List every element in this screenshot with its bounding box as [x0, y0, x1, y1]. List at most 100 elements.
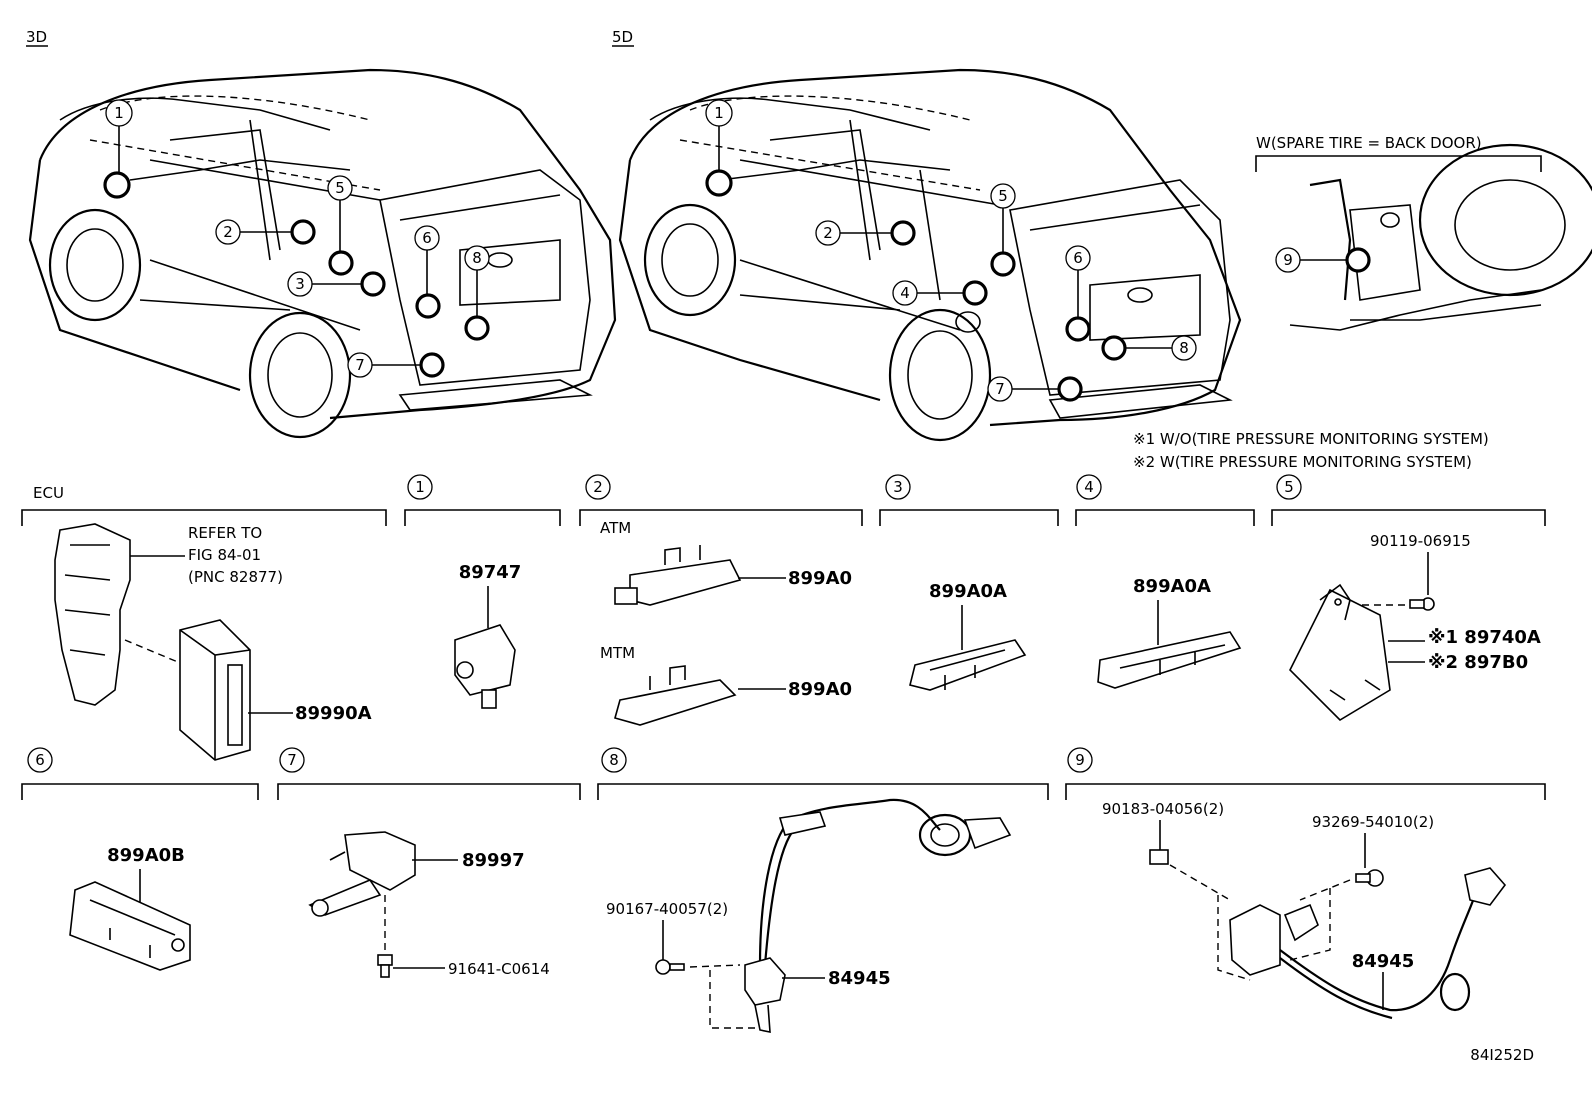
- svg-text:6: 6: [1073, 249, 1083, 267]
- clip-90167-drawing: [655, 959, 685, 975]
- svg-text:2: 2: [823, 224, 833, 242]
- callout-3d-3: 3: [287, 271, 313, 297]
- section-ecu: ECU REFER TO FIG 84-01 (PNC 82877) 89990…: [21, 484, 387, 761]
- note-2: ※2 W(TIRE PRESSURE MONITORING SYSTEM): [1133, 453, 1472, 471]
- ecu-module-drawing: [179, 619, 251, 761]
- harness-84945-9-drawing: [1229, 867, 1507, 1020]
- ecu-bracket-drawing: [54, 523, 131, 706]
- section-ecu-title: ECU: [33, 484, 64, 502]
- callout-5d-6: 6: [1065, 245, 1091, 271]
- section-7-callout: [279, 747, 305, 773]
- location-marker-3: [360, 271, 386, 297]
- location-marker-1: [705, 169, 733, 197]
- note-1: ※1 W/O(TIRE PRESSURE MONITORING SYSTEM): [1133, 430, 1489, 448]
- ecu-refer-line1: REFER TO: [188, 524, 262, 542]
- svg-text:5: 5: [998, 187, 1008, 205]
- ecu-refer-line3: (PNC 82877): [188, 568, 283, 586]
- antenna-899a0b-drawing: [69, 881, 191, 971]
- callout-3d-8: 8: [464, 245, 490, 271]
- location-marker-5: [990, 251, 1016, 277]
- svg-text:7: 7: [287, 751, 297, 769]
- module-89740a-drawing: [1289, 583, 1391, 722]
- section-3: 3 899A0A: [879, 474, 1059, 691]
- callout-5d-5: 5: [990, 183, 1016, 209]
- ecu-part-number: 89990A: [295, 703, 372, 724]
- section-3-part: 899A0A: [929, 581, 1007, 602]
- section-9: 9 90183-04056(2) 93269-54010(2) 84945: [1065, 747, 1546, 1020]
- spare-tire-drawing: [1289, 143, 1592, 331]
- section-4-part: 899A0A: [1133, 576, 1211, 597]
- location-marker-8: [1101, 335, 1127, 361]
- location-marker-5: [328, 250, 354, 276]
- location-marker-7: [1057, 376, 1083, 402]
- section-4: 4 899A0A: [1075, 474, 1255, 689]
- clip-93269-drawing: [1355, 869, 1384, 887]
- section-8: 8 84945 90167-40057(2): [597, 747, 1049, 1033]
- svg-text:3: 3: [893, 478, 903, 496]
- view-5d-label: 5D: [612, 28, 633, 46]
- location-marker-6: [415, 293, 441, 319]
- antenna-899a0a-3-drawing: [909, 639, 1027, 691]
- svg-text:7: 7: [995, 380, 1005, 398]
- svg-text:2: 2: [593, 478, 603, 496]
- section-5-part-1: ※1 89740A: [1428, 627, 1541, 648]
- section-2-atm-part: 899A0: [788, 568, 852, 589]
- callout-3d-5: 5: [327, 175, 353, 201]
- location-marker-7: [419, 352, 445, 378]
- section-2-mtm-part: 899A0: [788, 679, 852, 700]
- figure-code: 84I252D: [1470, 1046, 1534, 1064]
- section-2-atm-label: ATM: [600, 519, 631, 537]
- section-4-callout: [1076, 474, 1102, 500]
- callout-spare-9: 9: [1275, 247, 1301, 273]
- svg-text:5: 5: [335, 179, 345, 197]
- section-6: 6 899A0B: [21, 747, 259, 971]
- svg-text:9: 9: [1075, 751, 1085, 769]
- svg-text:1: 1: [114, 104, 124, 122]
- callout-3d-1: 1: [105, 99, 133, 127]
- callout-5d-1: 1: [705, 99, 733, 127]
- svg-text:6: 6: [35, 751, 45, 769]
- section-5: 5 90119-06915 ※1 89740A ※2 897B0: [1271, 474, 1546, 722]
- svg-text:6: 6: [422, 229, 432, 247]
- section-7-bolt: 91641-C0614: [448, 960, 550, 978]
- section-8-part: 84945: [828, 968, 891, 989]
- bolt-91641-drawing: [377, 954, 393, 978]
- location-marker-9: [1345, 247, 1371, 273]
- view-5d: 5D: [612, 28, 1242, 442]
- svg-text:8: 8: [609, 751, 619, 769]
- section-8-clip: 90167-40057(2): [606, 900, 728, 918]
- harness-84945-8-drawing: [744, 798, 1012, 1033]
- view-spare-tire: W(SPARE TIRE = BACK DOOR) 9: [1255, 134, 1592, 331]
- antenna-899a0a-4-drawing: [1097, 631, 1242, 689]
- section-9-part: 84945: [1352, 951, 1415, 972]
- section-1-callout: [407, 474, 433, 500]
- svg-text:1: 1: [714, 104, 724, 122]
- svg-text:3: 3: [295, 275, 305, 293]
- section-9-clip: 93269-54010(2): [1312, 813, 1434, 831]
- spare-tire-label: W(SPARE TIRE = BACK DOOR): [1256, 134, 1482, 152]
- section-5-bolt: 90119-06915: [1370, 532, 1471, 550]
- view-3d: 3D: [26, 28, 617, 439]
- sensor-89747-drawing: [454, 624, 516, 709]
- section-6-part: 899A0B: [107, 845, 185, 866]
- section-2-mtm-label: MTM: [600, 644, 635, 662]
- callout-5d-7: 7: [987, 376, 1013, 402]
- section-9-nut: 90183-04056(2): [1102, 800, 1224, 818]
- section-5-callout: [1276, 474, 1302, 500]
- svg-text:1: 1: [415, 478, 425, 496]
- svg-text:8: 8: [472, 249, 482, 267]
- antenna-mtm-drawing: [614, 665, 737, 726]
- svg-text:8: 8: [1179, 339, 1189, 357]
- location-marker-2: [890, 220, 916, 246]
- section-6-callout: [27, 747, 53, 773]
- location-marker-8: [464, 315, 490, 341]
- section-2: 2 ATM 899A0 MTM 899A0: [579, 474, 863, 726]
- location-marker-4: [962, 280, 988, 306]
- view-3d-label: 3D: [26, 28, 47, 46]
- section-9-callout: [1067, 747, 1093, 773]
- ecu-refer-line2: FIG 84-01: [188, 546, 261, 564]
- location-marker-1: [103, 171, 131, 199]
- svg-text:2: 2: [223, 223, 233, 241]
- section-5-part-2: ※2 897B0: [1428, 652, 1528, 673]
